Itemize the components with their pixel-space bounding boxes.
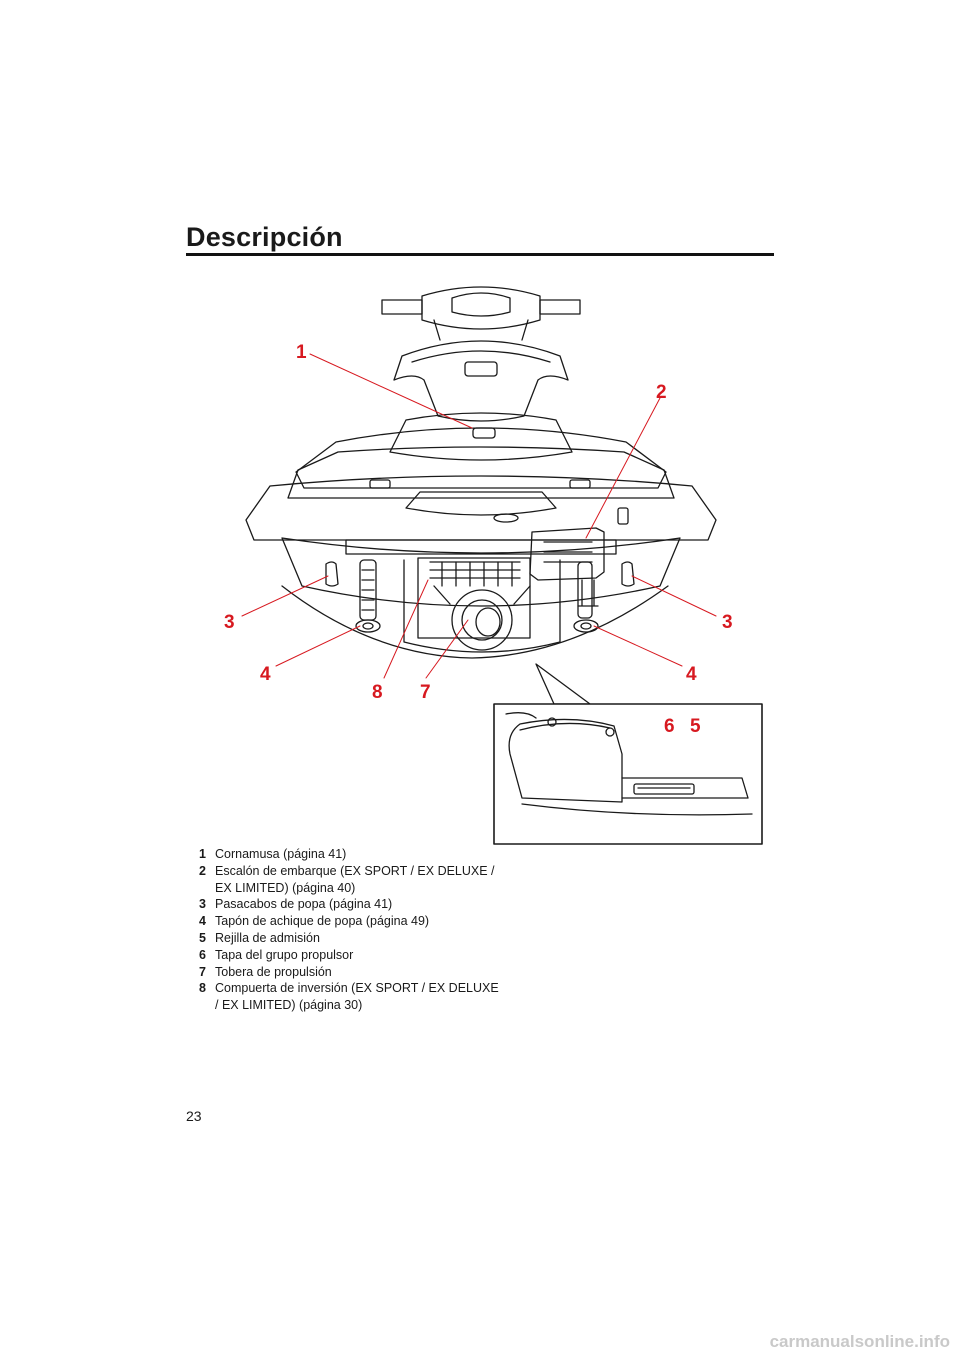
- callout-4-right: 4: [686, 664, 697, 685]
- legend-number: 7: [199, 964, 206, 979]
- legend-text: Pasacabos de popa (página 41): [215, 897, 393, 912]
- boarding-step-drawing: [529, 527, 605, 607]
- hull-deck-drawing: [245, 427, 717, 607]
- legend-number: 2: [199, 863, 206, 878]
- inset-detail-drawing: [493, 703, 763, 845]
- callout-4-left: 4: [260, 664, 271, 685]
- callout-1: 1: [296, 342, 307, 363]
- legend-text: Cornamusa (página 41): [215, 847, 347, 861]
- callout-3-left: 3: [224, 612, 235, 633]
- legend-number: 8: [199, 981, 206, 996]
- callout-labels: 1 2 3 3 4 4 8 7 6 5: [224, 342, 733, 737]
- legend-item: 5 Rejilla de admisión: [199, 930, 499, 947]
- handlebar-drawing: [381, 286, 581, 341]
- legend-text: Compuerta de inversión (EX SPORT / EX DE…: [215, 981, 499, 1013]
- legend-text: Tapón de achique de popa (página 49): [215, 914, 430, 929]
- legend-item: 8 Compuerta de inversión (EX SPORT / EX …: [199, 980, 499, 1014]
- legend-number: 1: [199, 847, 206, 861]
- legend-number: 5: [199, 930, 206, 945]
- callout-8: 8: [372, 682, 383, 703]
- watercraft-rear-illustration: 1 2 3 3 4 4 8 7 6 5: [186, 270, 776, 850]
- stern-eyes-drawing: [281, 561, 669, 659]
- legend-item: 1 Cornamusa (página 41): [199, 846, 499, 863]
- callout-7: 7: [420, 682, 431, 703]
- legend-number: 3: [199, 897, 206, 912]
- legend-item: 6 Tapa del grupo propulsor: [199, 947, 499, 964]
- parts-legend: 1 Cornamusa (página 41) 2 Escalón de emb…: [199, 846, 499, 1014]
- legend-text: Tobera de propulsión: [215, 964, 332, 979]
- callout-2: 2: [656, 382, 667, 403]
- title-underline: [186, 253, 774, 256]
- legend-item: 3 Pasacabos de popa (página 41): [199, 896, 499, 913]
- legend-text: Rejilla de admisión: [215, 930, 320, 945]
- legend-item: 4 Tapón de achique de popa (página 49): [199, 913, 499, 930]
- legend-number: 4: [199, 914, 206, 929]
- legend-text: Escalón de embarque (EX SPORT / EX DELUX…: [215, 863, 495, 895]
- legend-number: 6: [199, 947, 206, 962]
- watermark: carmanualsonline.info: [769, 1332, 950, 1351]
- jet-nozzle-drawing: [403, 557, 561, 653]
- legend-text: Tapa del grupo propulsor: [215, 947, 354, 962]
- legend-item: 2 Escalón de embarque (EX SPORT / EX DEL…: [199, 863, 499, 897]
- seat-drawing: [389, 340, 573, 461]
- page-number: 23: [186, 1108, 202, 1124]
- callout-5: 5: [690, 716, 701, 737]
- legend-item: 7 Tobera de propulsión: [199, 964, 499, 981]
- callout-6: 6: [664, 716, 675, 737]
- callout-3-right: 3: [722, 612, 733, 633]
- side-vents-drawing: [359, 559, 593, 621]
- page-title: Descripción: [186, 222, 343, 252]
